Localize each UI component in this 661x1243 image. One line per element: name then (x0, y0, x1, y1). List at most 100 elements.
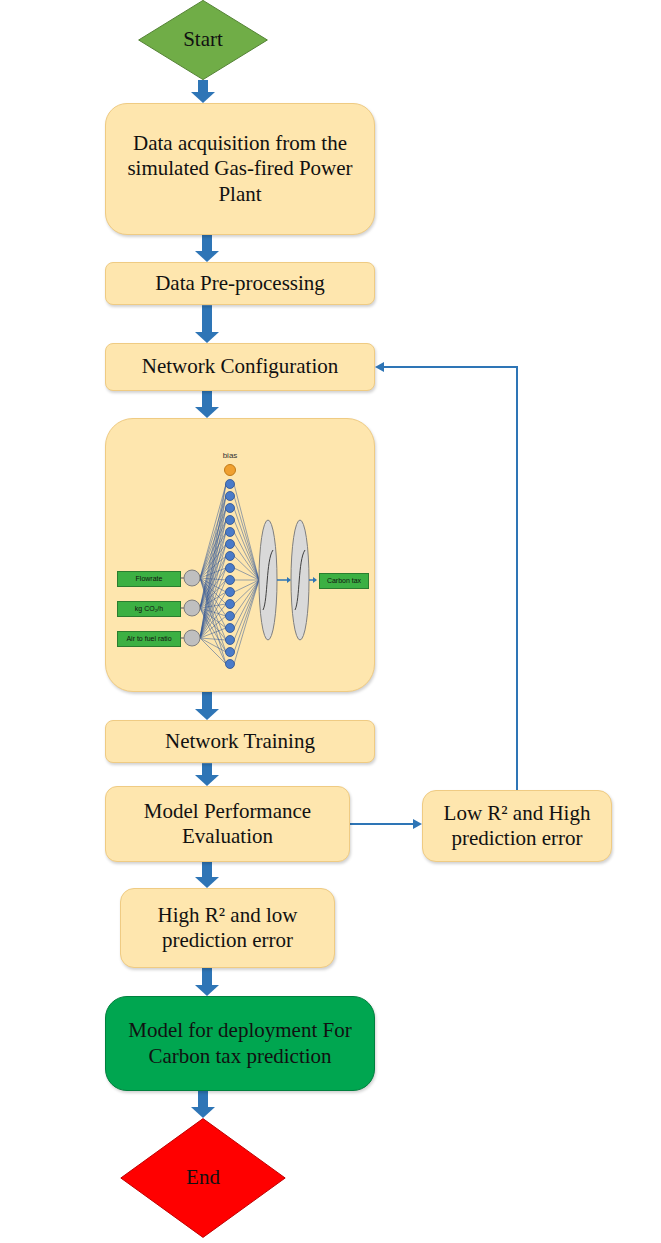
node-text: Model for deployment For Carbon tax pred… (118, 1018, 362, 1068)
activation-curve (263, 550, 273, 610)
hidden-neuron (226, 588, 235, 597)
weight-line (200, 520, 226, 578)
weight-line (200, 592, 226, 608)
hidden-neuron (226, 648, 235, 657)
hidden-neuron (226, 528, 235, 537)
weight-line (200, 578, 226, 580)
hidden-neuron (226, 480, 235, 489)
activation-layer (291, 520, 309, 640)
node-text: Low R² and High prediction error (435, 801, 599, 851)
input-neuron (184, 630, 200, 646)
weight-line (200, 578, 226, 628)
process-box: Network Configuration (105, 343, 375, 391)
weight-line (200, 532, 226, 578)
hidden-neuron (226, 624, 235, 633)
weight-line (200, 496, 226, 638)
flow-arrow (202, 862, 212, 877)
weight-line (200, 638, 226, 664)
hidden-neuron (226, 564, 235, 573)
network-weights (200, 484, 259, 664)
weight-line (200, 580, 226, 608)
weight-line (200, 604, 226, 608)
deployment-box: Model for deployment For Carbon tax pred… (105, 996, 375, 1091)
input-neuron (184, 600, 200, 616)
hidden-neuron (226, 660, 235, 669)
hidden-neuron (226, 504, 235, 513)
weight-line (200, 556, 226, 578)
node-text: Flowrate (136, 575, 163, 583)
weight-line (200, 520, 226, 638)
bias-neuron (225, 465, 236, 476)
weight-line (200, 508, 226, 578)
weight-line (234, 568, 259, 580)
weight-line (200, 608, 226, 652)
weight-line (200, 608, 226, 664)
weight-line (200, 604, 226, 638)
node-text: Data Pre-processing (155, 271, 325, 296)
layer-arrow-head (287, 577, 291, 583)
flow-arrow (202, 968, 212, 985)
weight-line (200, 578, 226, 664)
weight-line (200, 520, 226, 608)
weight-line (200, 508, 226, 638)
weight-line (234, 580, 259, 604)
weight-line (200, 568, 226, 578)
weight-line (200, 578, 226, 592)
layer-arrow-head (313, 577, 317, 583)
weight-line (200, 608, 226, 628)
weight-line (200, 496, 226, 578)
hidden-neuron (226, 636, 235, 645)
weight-line (234, 556, 259, 580)
weight-line (234, 580, 259, 664)
process-box: Network Training (105, 720, 375, 763)
hidden-neuron (226, 612, 235, 621)
flow-arrow (202, 692, 212, 709)
input-box: Air to fuel ratio (117, 631, 181, 647)
hidden-neuron (226, 540, 235, 549)
flow-arrow (198, 1091, 208, 1107)
node-text: Air to fuel ratio (126, 635, 171, 643)
diamond-shape (139, 0, 268, 79)
condition-box: High R² and low prediction error (120, 888, 335, 968)
feedback-arrow (384, 367, 517, 790)
weight-line (234, 508, 259, 580)
weight-line (200, 580, 226, 638)
flow-arrow (202, 235, 212, 251)
weight-line (200, 578, 226, 640)
weight-line (234, 580, 259, 592)
input-box: Flowrate (117, 571, 181, 587)
input-wire (180, 608, 184, 609)
input-wire (180, 638, 184, 639)
weight-line (234, 580, 259, 652)
weight-line (200, 592, 226, 638)
node-text: Carbon tax (327, 577, 361, 585)
weight-line (200, 568, 226, 608)
hidden-neuron (226, 552, 235, 561)
weight-line (200, 608, 226, 640)
layer-arrow (309, 579, 313, 581)
diamond-shape (121, 1119, 285, 1238)
flow-arrow (198, 80, 208, 92)
start-terminal: Start (138, 0, 268, 80)
input-neuron (184, 570, 200, 586)
weight-line (200, 616, 226, 638)
weight-line (200, 508, 226, 608)
process-box: Data Pre-processing (105, 262, 375, 305)
weight-line (200, 484, 226, 608)
node-text: Data acquisition from the simulated Gas-… (118, 131, 362, 207)
condition-box: Low R² and High prediction error (422, 790, 612, 862)
weight-line (200, 556, 226, 638)
weight-line (200, 544, 226, 608)
evaluation-box: Model Performance Evaluation (105, 786, 350, 862)
weight-line (234, 532, 259, 580)
activation-curve (295, 550, 305, 610)
weight-line (200, 484, 226, 578)
bias-label: bias (223, 451, 238, 460)
weight-line (200, 568, 226, 638)
end-terminal: End (120, 1118, 286, 1238)
hidden-neurons (226, 480, 235, 669)
weight-line (234, 496, 259, 580)
hidden-neuron (226, 516, 235, 525)
hidden-neuron (226, 600, 235, 609)
